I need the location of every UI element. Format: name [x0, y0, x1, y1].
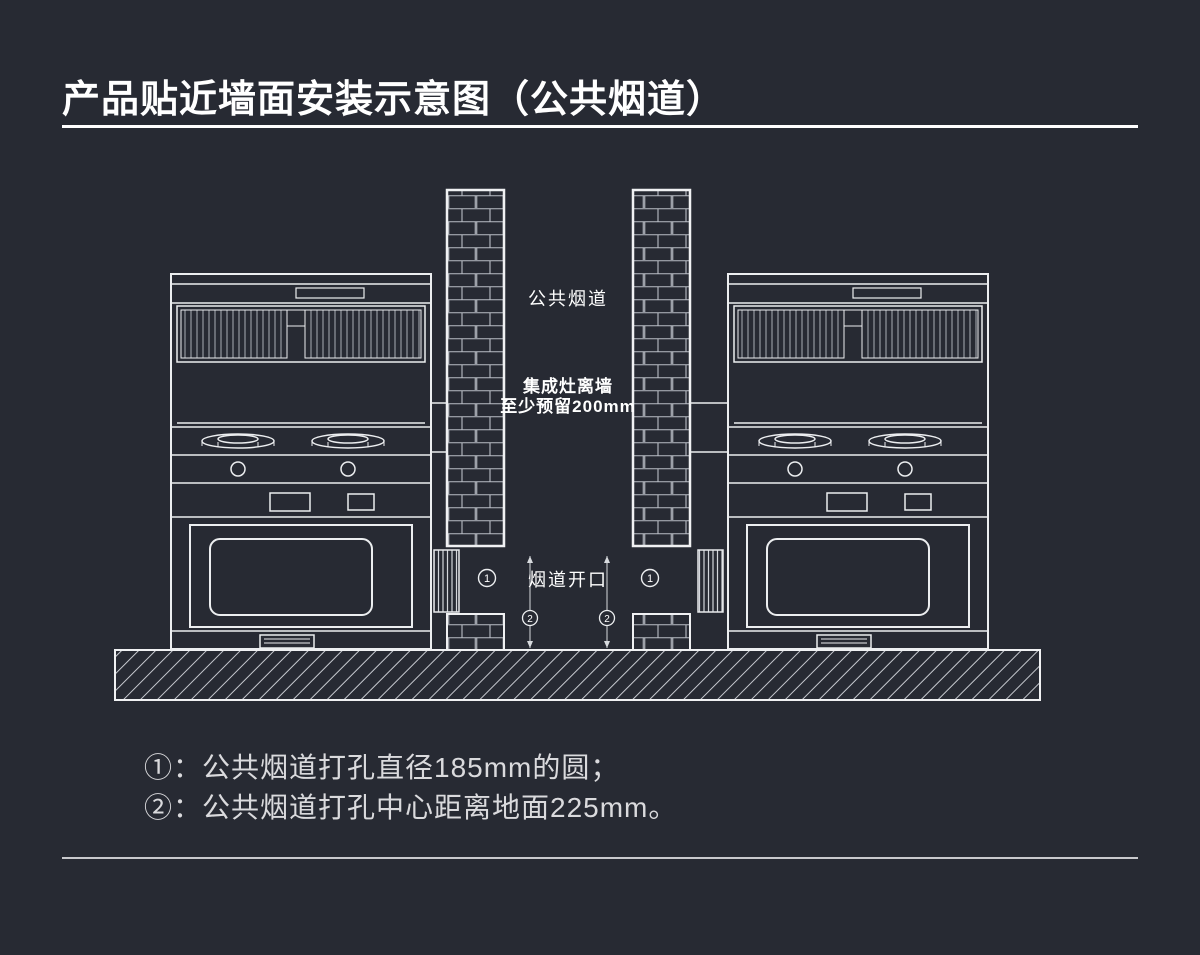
- label-public-flue: 公共烟道: [528, 289, 608, 309]
- marker-1-left: 1: [477, 568, 497, 588]
- svg-text:2: 2: [527, 614, 533, 625]
- left-duct-connector: [433, 549, 460, 613]
- marker-1-right: 1: [640, 568, 660, 588]
- title-divider: [62, 125, 1138, 128]
- marker-2-right: 2: [598, 609, 616, 627]
- flue-left-column: [445, 188, 506, 548]
- left-stove: [170, 273, 432, 650]
- flue-right-column: [631, 188, 692, 548]
- svg-text:2: 2: [604, 614, 610, 625]
- flue-left-stub: [446, 613, 505, 651]
- page-title: 产品贴近墙面安装示意图（公共烟道）: [62, 79, 726, 121]
- note-1: ①：公共烟道打孔直径185mm的圆；: [144, 752, 620, 783]
- right-duct-connector: [697, 549, 724, 613]
- label-clearance-line1: 集成灶离墙: [522, 376, 613, 396]
- svg-text:1: 1: [484, 573, 490, 585]
- clearance-ticks: [432, 402, 727, 453]
- bottom-divider: [62, 857, 1138, 859]
- svg-text:1: 1: [647, 573, 653, 585]
- height-guides: [527, 556, 610, 648]
- marker-2-left: 2: [521, 609, 539, 627]
- label-flue-opening: 烟道开口: [528, 570, 608, 590]
- floor: [114, 649, 1041, 701]
- flue-right-stub: [632, 613, 691, 651]
- note-2: ②：公共烟道打孔中心距离地面225mm。: [144, 792, 678, 823]
- notes: ①：公共烟道打孔直径185mm的圆； ②：公共烟道打孔中心距离地面225mm。: [144, 748, 677, 828]
- right-stove: [727, 273, 989, 650]
- label-clearance-line2: 至少预留200mm: [500, 396, 636, 416]
